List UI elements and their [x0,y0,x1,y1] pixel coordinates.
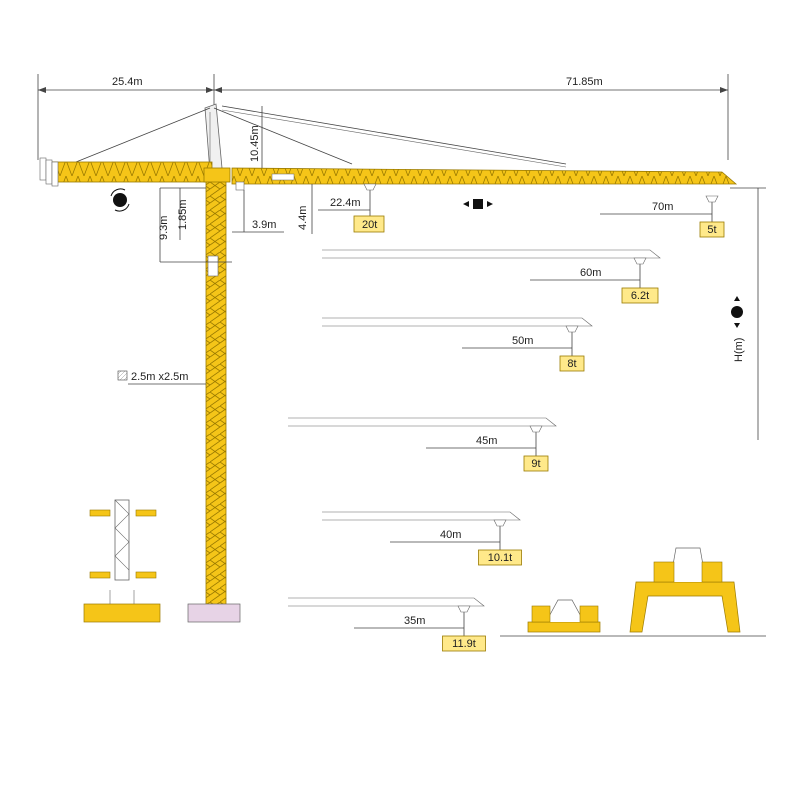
counter-jib-length: 25.4m [112,76,143,88]
max-load-radius: 22.4m [330,197,361,209]
jib-outline [322,317,593,327]
trolley-offset: 3.9m [252,219,276,231]
height-label: H(m) [733,338,745,362]
load-radius: 50m [512,335,533,347]
load-tag [478,549,522,566]
jib-outline [322,511,521,521]
hoist-icon [731,296,743,328]
load-row: 70m 5t [600,195,725,238]
mast-section-size: 2.5m x2.5m [131,371,188,383]
load-row: 60m 6.2t [322,249,661,304]
mast [187,167,241,623]
cab-offset: 1.85m [177,199,189,230]
load-radius: 40m [440,529,461,541]
load-value: 5t [707,224,716,236]
load-value: 11.9t [452,638,476,650]
top-dimension: 25.4m 71.85m [37,74,729,160]
main-jib [231,167,738,191]
hook-icon [529,425,543,433]
load-radius: 70m [652,201,673,213]
load-row: 45m 9t [288,417,557,472]
hook-icon [705,195,719,203]
load-value: 6.2t [631,290,649,302]
load-row: 35m 11.9t [288,597,486,652]
max-load-hook: 22.4m 20t [318,183,385,233]
hook-icon [493,519,507,527]
load-row: 50m 8t [322,317,593,372]
load-tag [699,221,725,238]
tip-height: 10.45m [249,125,261,162]
hook-icon [457,605,471,613]
hook-icon [565,325,579,333]
load-tag [442,635,486,652]
counterweight [39,157,59,187]
max-load: 20t [362,219,377,231]
load-tag [559,355,585,372]
rotate-icon [110,188,130,212]
mast-section-callout: 2.5m x2.5m [117,370,206,385]
travelling-base-portal [500,547,766,637]
trolley-dimensions: 3.9m 4.4m 10.45m [232,106,313,234]
load-value: 8t [567,358,576,370]
load-value: 10.1t [488,552,512,564]
load-tag [523,455,549,472]
trolley-travel-icon [463,199,493,209]
counter-jib [39,157,213,187]
crane-head [75,103,567,173]
load-tag [621,287,659,304]
load-row: 40m 10.1t [322,511,522,566]
jib-outline [322,249,661,259]
travelling-base-small [527,599,601,633]
cab-height: 9.3m [158,216,170,240]
load-value: 9t [531,458,540,470]
mast-base [187,603,241,623]
load-radius: 45m [476,435,497,447]
load-chart: 70m 5t 60m 6.2t 50m 8t 45m 9t 40m 10.1t 35m 11.9t [288,195,725,652]
jib-depth: 4.4m [297,206,309,230]
load-radius: 35m [404,615,425,627]
jib-outline [288,597,485,607]
mast-section-icon [117,370,128,381]
jib-length: 71.85m [566,76,603,88]
height-axis: H(m) [730,187,766,440]
load-radius: 60m [580,267,601,279]
hook-icon [633,257,647,265]
climbing-frame-detail [83,499,161,623]
jib-outline [288,417,557,427]
cab-dimensions: 9.3m 1.85m [158,187,232,263]
